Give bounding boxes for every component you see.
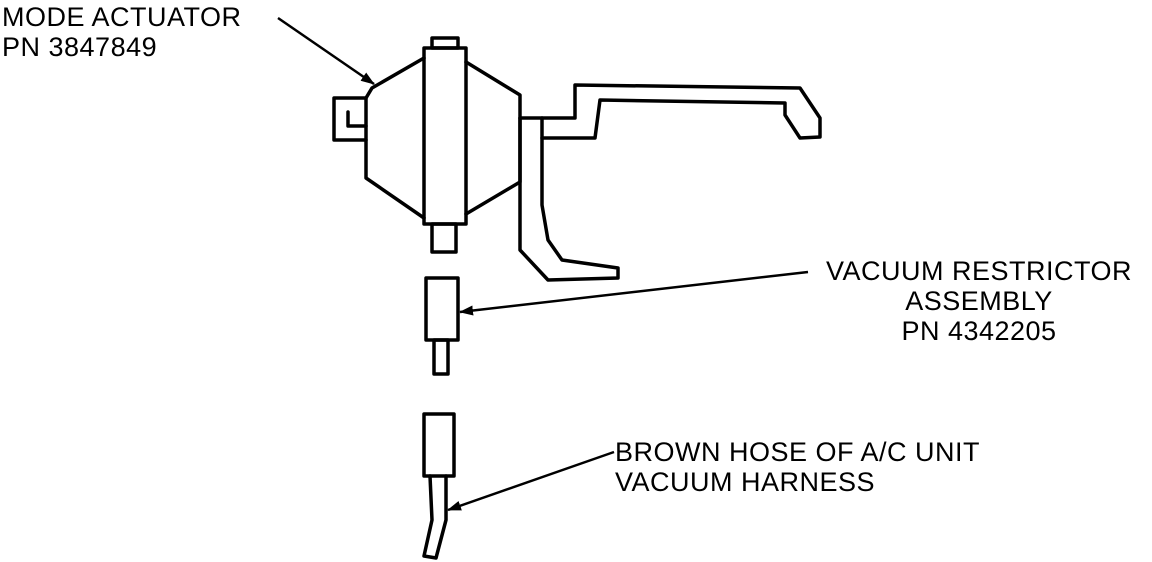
restrictor-nipple (432, 338, 450, 376)
mode-actuator-part-number: PN 3847849 (2, 32, 158, 62)
brown-hose (422, 412, 456, 560)
restrictor-body (424, 276, 460, 342)
actuator-left-nipple (332, 96, 368, 142)
restrictor-leader-arrow (459, 270, 809, 316)
mode-actuator-title: MODE ACTUATOR (2, 2, 242, 32)
actuator-mounting-bracket (518, 116, 620, 282)
actuator-vacuum-port (430, 222, 458, 254)
brown-hose-label: BROWN HOSE OF A/C UNIT VACUUM HARNESS (615, 437, 980, 497)
actuator-top-stub (430, 36, 460, 50)
vacuum-restrictor-part-number: PN 4342205 (901, 316, 1057, 346)
vacuum-restrictor-subtitle: ASSEMBLY (905, 286, 1053, 316)
hose-tube (422, 474, 448, 560)
vacuum-restrictor (424, 276, 460, 376)
mode-actuator-label: MODE ACTUATOR PN 3847849 (2, 2, 242, 62)
vacuum-restrictor-title: VACUUM RESTRICTOR (825, 256, 1132, 286)
mode-actuator-leader-arrow (277, 16, 375, 86)
brown-hose-title: BROWN HOSE OF A/C UNIT (615, 437, 981, 467)
hose-connector (422, 412, 456, 478)
actuator-output-arm (518, 83, 822, 140)
actuator-flange (422, 46, 468, 226)
mode-actuator (332, 36, 822, 282)
vacuum-restrictor-label: VACUUM RESTRICTOR ASSEMBLY PN 4342205 (806, 256, 1152, 346)
brown-hose-subtitle: VACUUM HARNESS (615, 467, 876, 497)
actuator-left-housing (364, 56, 426, 220)
actuator-right-housing (464, 60, 522, 216)
brown-hose-leader-arrow (447, 450, 615, 512)
